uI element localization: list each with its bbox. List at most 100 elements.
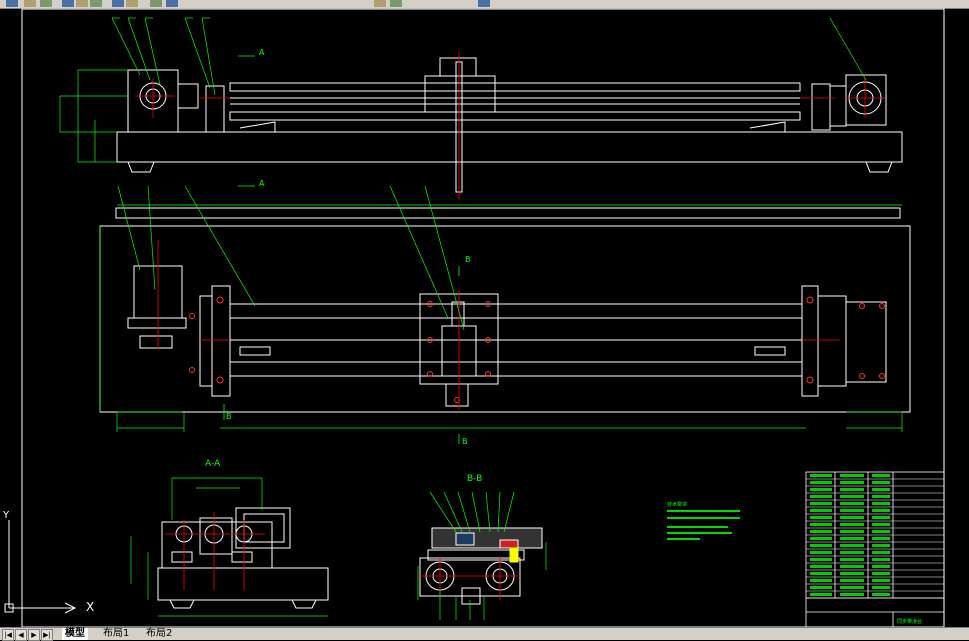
bom-text-mark: [872, 516, 890, 519]
section-label-a-top: A: [259, 48, 265, 57]
bom-text-mark: [872, 474, 890, 477]
guide-rail-lower: [229, 111, 801, 121]
plan-view: [99, 207, 911, 413]
bom-text-mark: [810, 537, 832, 540]
bom-text-mark: [872, 586, 890, 589]
bom-text-mark: [872, 565, 890, 568]
print-icon[interactable]: [40, 0, 52, 7]
base-plate: [116, 131, 903, 163]
bom-text-mark: [810, 488, 832, 491]
redo-icon[interactable]: [126, 0, 138, 7]
bom-text-mark: [872, 523, 890, 526]
help-icon[interactable]: [478, 0, 490, 7]
bom-text-mark: [872, 530, 890, 533]
bom-text-mark: [840, 537, 864, 540]
front-view: [116, 57, 903, 193]
bom-text-mark: [810, 565, 832, 568]
last-icon[interactable]: ▶|: [41, 629, 53, 641]
undo-icon[interactable]: [112, 0, 124, 7]
zoom-icon[interactable]: [166, 0, 178, 7]
drawing-border: [21, 8, 945, 627]
bom-text-mark: [810, 495, 832, 498]
layers-icon[interactable]: [390, 0, 402, 7]
bom-text-mark: [810, 530, 832, 533]
paste-icon[interactable]: [90, 0, 102, 7]
pan-icon[interactable]: [150, 0, 162, 7]
bom-text-mark: [872, 537, 890, 540]
bom-text-mark: [810, 586, 832, 589]
bom-text-mark: [810, 523, 832, 526]
bom-text-mark: [810, 551, 832, 554]
front-view-centerlines: [135, 52, 885, 200]
base-foot-right: [865, 161, 893, 173]
section-label-b-bottom: B: [462, 437, 468, 446]
plan-view-dimensions: [99, 185, 903, 432]
bom-text-mark: [840, 558, 864, 561]
section-a-view: [157, 507, 329, 609]
plan-view-centerlines: [157, 240, 840, 410]
bom-text-mark: [840, 474, 864, 477]
bom-text-mark: [872, 481, 890, 484]
section-label-b-left: B: [226, 412, 232, 421]
properties-icon[interactable]: [374, 0, 386, 7]
bom-text-mark: [872, 544, 890, 547]
bom-text-mark: [872, 551, 890, 554]
section-b-title: B-B: [467, 474, 482, 484]
tab-model[interactable]: 模型: [62, 628, 88, 640]
bom-text-mark: [810, 502, 832, 505]
section-a-dimensions: [130, 477, 328, 617]
bom-rows: [806, 478, 944, 599]
bom-text-mark: [840, 523, 864, 526]
bom-text-mark: [872, 593, 890, 596]
first-icon[interactable]: |◀: [2, 629, 14, 641]
prev-icon[interactable]: ◀: [15, 629, 27, 641]
bom-text-mark: [840, 565, 864, 568]
section-label-a-bottom: A: [259, 179, 265, 188]
bom-text-mark: [872, 488, 890, 491]
save-icon[interactable]: [24, 0, 36, 7]
bom-text-mark: [872, 495, 890, 498]
bom-text-mark: [840, 502, 864, 505]
bom-text-mark: [872, 558, 890, 561]
slider-carriage: [424, 75, 496, 113]
section-b-leaders: [417, 491, 547, 620]
cut-icon[interactable]: [62, 0, 74, 7]
open-icon[interactable]: [6, 0, 18, 7]
bom-text-mark: [840, 544, 864, 547]
front-view-dimensions: [59, 17, 867, 163]
section-a-title: A-A: [205, 459, 221, 469]
plan-base: [99, 225, 911, 413]
ucs-y-label: Y: [2, 510, 10, 521]
bom-text-mark: [840, 572, 864, 575]
bom-text-mark: [810, 516, 832, 519]
copy-icon[interactable]: [76, 0, 88, 7]
plan-view-bolts: [189, 296, 885, 403]
bom-text-mark: [810, 481, 832, 484]
tab-layout1[interactable]: 布局1: [103, 628, 130, 639]
ucs-x-label: X: [86, 600, 94, 614]
drawing-canvas[interactable]: A A: [0, 8, 969, 627]
bom-text-mark: [810, 572, 832, 575]
section-label-b-top: B: [465, 255, 471, 264]
bom-text-mark: [810, 544, 832, 547]
bom-text-mark: [840, 530, 864, 533]
bom-text-mark: [872, 579, 890, 582]
bom-text: [810, 474, 890, 596]
tab-layout2[interactable]: 布局2: [146, 628, 173, 639]
bom-text-mark: [840, 551, 864, 554]
section-b-view: [419, 527, 543, 605]
bom-text-mark: [840, 516, 864, 519]
bom-text-mark: [810, 474, 832, 477]
bom-text-mark: [840, 579, 864, 582]
bom-text-mark: [840, 593, 864, 596]
layout-tab-bar: |◀ ◀ ▶ ▶| 模型 布局1 布局2: [0, 627, 969, 641]
bom-text-mark: [810, 509, 832, 512]
title-block-name: 同步带滑台: [897, 618, 922, 625]
bom-text-mark: [810, 593, 832, 596]
next-icon[interactable]: ▶: [28, 629, 40, 641]
bom-text-mark: [840, 586, 864, 589]
bom-text-mark: [840, 488, 864, 491]
notes-lines: [667, 510, 740, 540]
ucs-icon: [4, 520, 77, 614]
section-marker-a: [238, 55, 255, 187]
